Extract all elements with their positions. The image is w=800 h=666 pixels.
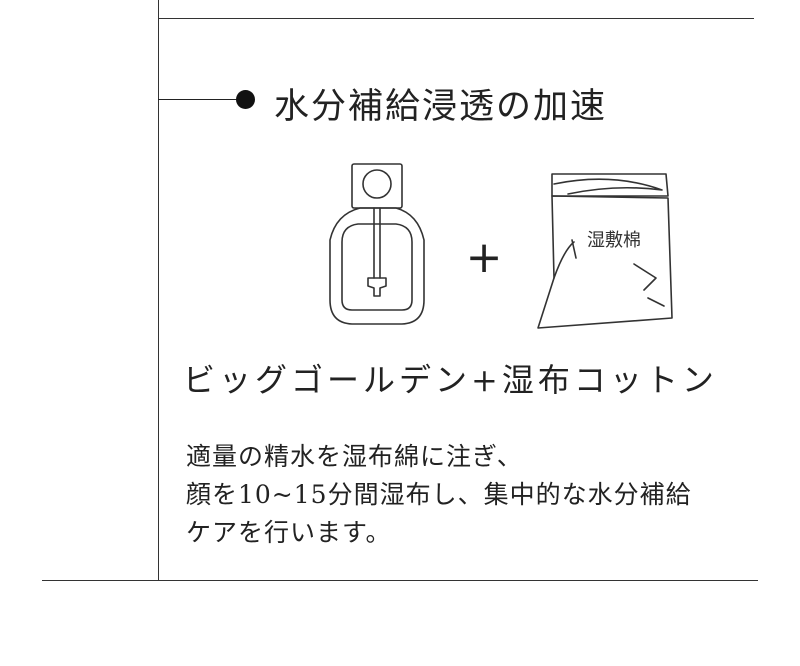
cotton-bag-label: 湿敷棉 (587, 230, 641, 251)
cotton-bag-icon (537, 173, 673, 329)
top-horizontal-rule (158, 18, 754, 19)
usage-description: 適量の精水を湿布綿に注ぎ、 顔を10~15分間湿布し、集中的な水分補給 ケアを行… (186, 438, 692, 552)
product-illustration: + 湿敷棉 (329, 163, 673, 329)
product-subtitle: ビッグゴールデン+湿布コットン (183, 361, 718, 399)
description-line: ケアを行います。 (186, 518, 392, 547)
description-line: 顔を10~15分間湿布し、集中的な水分補給 (186, 480, 692, 509)
heading-connector-line (158, 99, 240, 100)
section-heading: 水分補給浸透の加速 (274, 87, 608, 127)
plus-icon: + (466, 232, 503, 283)
serum-bottle-icon (329, 163, 425, 325)
bottom-horizontal-rule (42, 580, 758, 581)
description-line: 適量の精水を湿布綿に注ぎ、 (186, 442, 523, 471)
heading-bullet-icon (236, 90, 255, 109)
left-vertical-rule (158, 0, 159, 580)
